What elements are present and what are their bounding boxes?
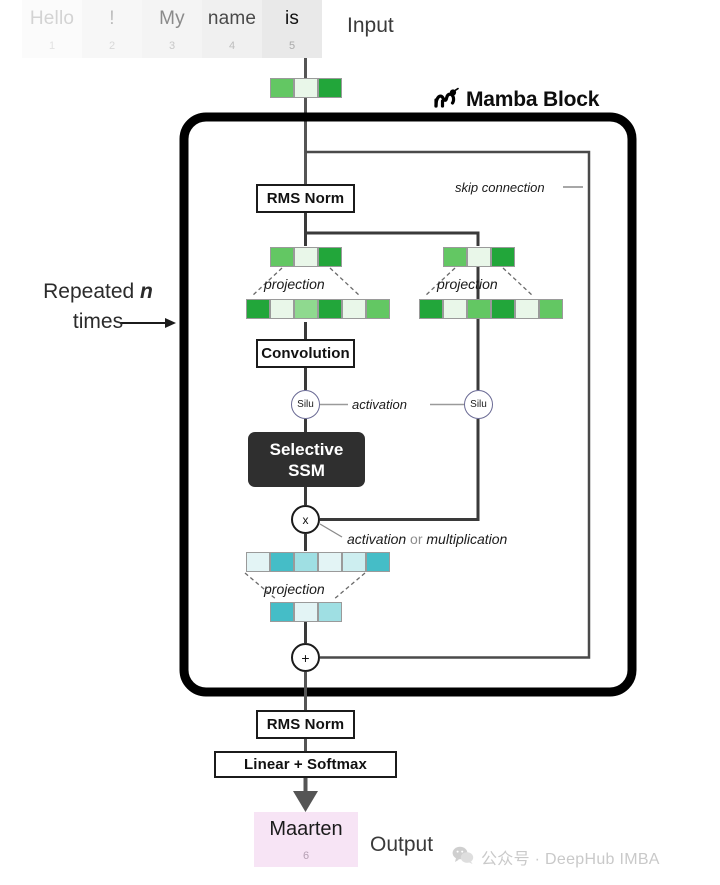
embedding-cell — [366, 552, 390, 572]
watermark-text: 公众号 · DeepHub IMBA — [481, 851, 660, 868]
embedding-cell — [318, 602, 342, 622]
embedding-cell — [539, 299, 563, 319]
input-token-row: Hello 1 ! 2 My 3 name 4 is 5 — [22, 0, 322, 58]
rms-norm-top-box[interactable]: RMS Norm — [256, 184, 355, 213]
input-embedding-cells — [270, 78, 342, 98]
input-token-word: name — [207, 8, 257, 29]
embedding-cell — [366, 299, 390, 319]
embedding-cell — [467, 299, 491, 319]
embedding-cell — [270, 299, 294, 319]
input-token-word: ! — [109, 8, 115, 29]
silu-right-node[interactable]: Silu — [464, 390, 493, 419]
repeat-prefix: Repeated — [43, 280, 141, 303]
input-token: is 5 — [262, 0, 322, 58]
left-projection-output-cells — [246, 299, 390, 319]
embedding-cell — [443, 247, 467, 267]
embedding-cell — [270, 552, 294, 572]
embedding-cell — [246, 552, 270, 572]
mamba-snake-icon — [434, 86, 459, 113]
input-label: Input — [347, 14, 394, 37]
output-label: Output — [370, 833, 434, 856]
input-token-index: 4 — [228, 40, 236, 52]
selective-ssm-box[interactable]: Selective SSM — [248, 432, 365, 487]
input-token-index: 5 — [288, 40, 296, 52]
right-projection-input-cells — [443, 247, 515, 267]
embedding-cell — [294, 299, 318, 319]
mult-or-text: or — [406, 531, 427, 547]
add-node[interactable]: + — [291, 643, 320, 672]
projection-label-right: projection — [437, 276, 498, 292]
embedding-cell — [491, 299, 515, 319]
projection-label-left: projection — [264, 276, 325, 292]
watermark: 公众号 · DeepHub IMBA — [452, 845, 660, 869]
embedding-cell — [270, 247, 294, 267]
embedding-cell — [318, 247, 342, 267]
output-token: Maarten 6 — [254, 812, 358, 867]
input-token-index: 2 — [108, 40, 116, 52]
embedding-cell — [270, 78, 294, 98]
embedding-cell — [294, 247, 318, 267]
embedding-cell — [419, 299, 443, 319]
wechat-icon — [452, 846, 474, 869]
embedding-cell — [515, 299, 539, 319]
input-token: name 4 — [202, 0, 262, 58]
input-token-word: is — [284, 8, 300, 29]
embedding-cell — [294, 552, 318, 572]
input-token-word: My — [159, 8, 185, 29]
skip-connection-label: skip connection — [455, 180, 545, 195]
linear-softmax-box[interactable]: Linear + Softmax — [214, 751, 397, 778]
repeat-times: times — [72, 310, 124, 333]
input-token-index: 3 — [168, 40, 176, 52]
input-token-word: Hello — [29, 8, 75, 29]
embedding-cell — [294, 78, 318, 98]
input-token-index: 1 — [48, 40, 56, 52]
mult-multiplication-text: multiplication — [426, 531, 508, 547]
right-projection-output-cells — [419, 299, 563, 319]
embedding-cell — [270, 602, 294, 622]
embedding-cell — [318, 299, 342, 319]
out-projection-output-cells — [270, 602, 342, 622]
input-token: ! 2 — [82, 0, 142, 58]
mamba-block-title: Mamba Block — [434, 86, 599, 113]
embedding-cell — [318, 78, 342, 98]
activation-label: activation — [352, 397, 407, 412]
projection-label-out: projection — [264, 581, 325, 597]
selective-ssm-label: Selective SSM — [269, 439, 344, 480]
embedding-cell — [342, 552, 366, 572]
activation-or-multiplication-label: activation or multiplication — [347, 531, 507, 547]
embedding-cell — [342, 299, 366, 319]
input-token: My 3 — [142, 0, 202, 58]
embedding-cell — [294, 602, 318, 622]
embedding-cell — [467, 247, 491, 267]
embedding-cell — [246, 299, 270, 319]
output-token-word: Maarten — [269, 818, 343, 840]
convolution-box[interactable]: Convolution — [256, 339, 355, 368]
input-token: Hello 1 — [22, 0, 82, 58]
silu-left-node[interactable]: Silu — [291, 390, 320, 419]
repeat-n: n — [140, 280, 153, 303]
multiply-node[interactable]: x — [291, 505, 320, 534]
mamba-block-label: Mamba Block — [466, 87, 600, 111]
embedding-cell — [443, 299, 467, 319]
rms-norm-bottom-box[interactable]: RMS Norm — [256, 710, 355, 739]
output-token-index: 6 — [302, 850, 310, 862]
embedding-cell — [491, 247, 515, 267]
repeated-n-times-label: Repeated n times — [8, 277, 188, 337]
mult-activation-text: activation — [347, 531, 407, 547]
left-projection-input-cells — [270, 247, 342, 267]
embedding-cell — [318, 552, 342, 572]
out-projection-input-cells — [246, 552, 390, 572]
